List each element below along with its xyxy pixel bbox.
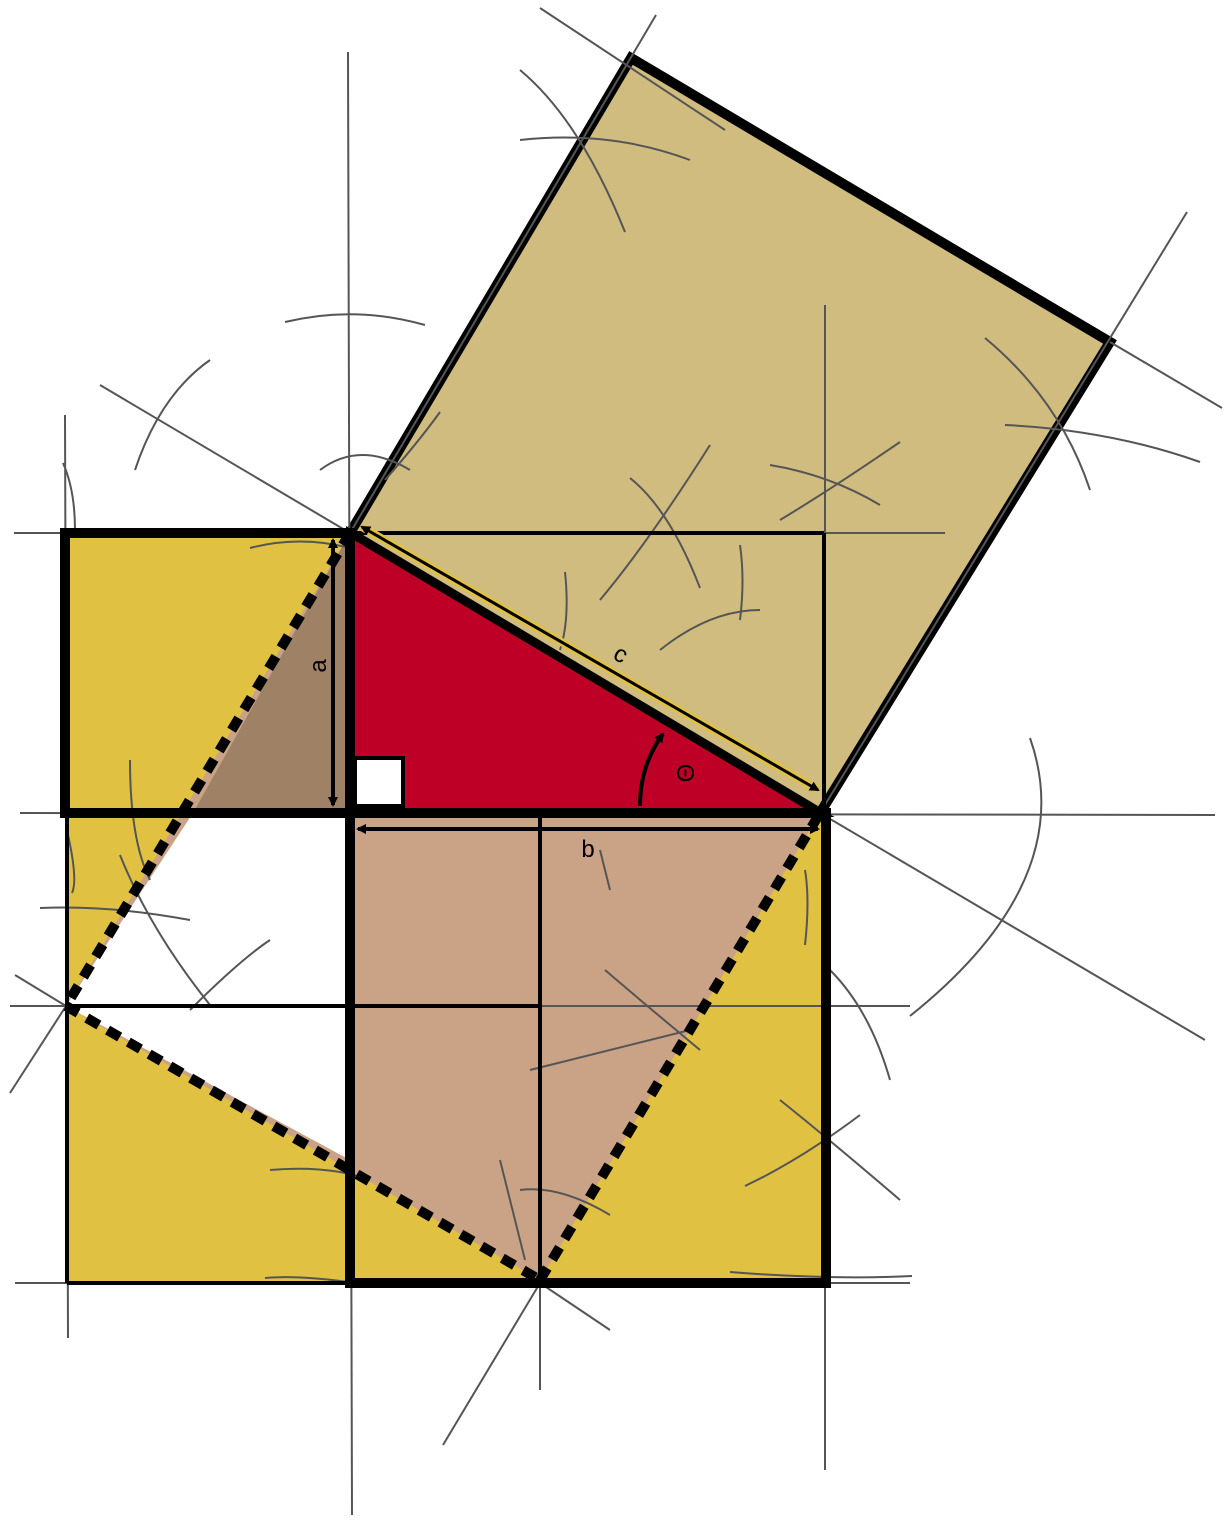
label-theta: Θ: [673, 764, 700, 783]
outline-square-a: [60, 528, 355, 818]
label-b: b: [581, 836, 594, 863]
angle-arc: [638, 732, 665, 807]
right-angle-marker: [353, 756, 405, 808]
label-a: a: [305, 659, 332, 673]
inner-square-dashed-edges: [61, 530, 825, 1285]
arrow-c: [360, 525, 820, 792]
inner-white-region: [66, 813, 350, 1160]
outline-square-b: [345, 808, 831, 1288]
